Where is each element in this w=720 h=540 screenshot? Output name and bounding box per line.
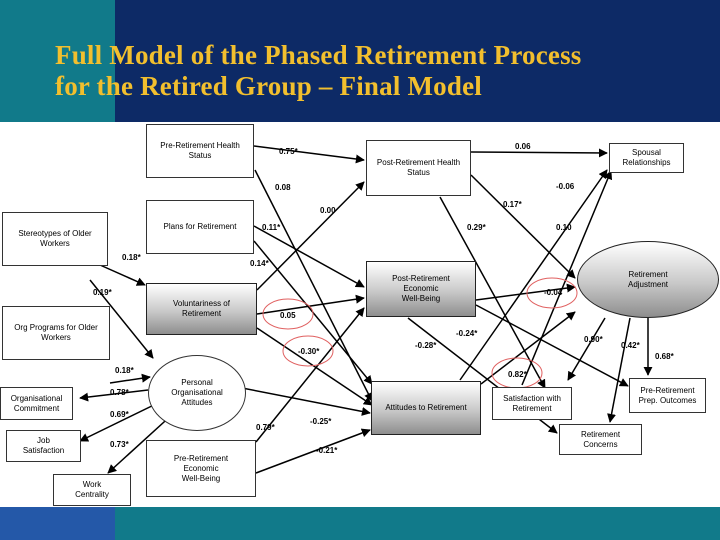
arrow-posthealth-adjustment (470, 174, 576, 279)
footer-blue-block (0, 507, 115, 540)
arrow-preeconomic-attitudes (255, 428, 371, 474)
coef-label: 0.82* (508, 370, 527, 379)
node-post-retirement-economic-well-being: Post-Retirement Economic Well-Being (366, 261, 476, 317)
coef-label: 0.17* (503, 200, 522, 209)
arrow-orgprograms-personal (109, 373, 151, 384)
node-post-retirement-health-status: Post-Retirement Health Status (366, 140, 471, 196)
arrow-preeconomic-posteconomic (255, 307, 365, 443)
coef-label: 0.11* (262, 223, 281, 232)
node-retirement-adjustment: Retirement Adjustment (577, 241, 719, 318)
arrow-prehealth-attitudes (254, 169, 373, 402)
slide-title: Full Model of the Phased Retirement Proc… (55, 40, 715, 102)
slide-title-line-1: Full Model of the Phased Retirement Proc… (55, 40, 582, 70)
coef-label: 0.10 (556, 223, 572, 232)
arrow-posteconomic-prepoutcomes (475, 304, 629, 387)
node-pre-retirement-health-status: Pre-Retirement Health Status (146, 124, 254, 178)
coef-label: 0.29* (467, 223, 486, 232)
node-satisfaction-with-retirement: Satisfaction with Retirement (492, 387, 572, 420)
node-org-programs-for-older-workers: Org Programs for Older Workers (2, 306, 110, 360)
coef-label: 0.06 (515, 142, 531, 151)
arrow-voluntariness-attitudes (256, 327, 373, 406)
coef-label: 0.19* (93, 288, 112, 297)
arrow-attitudes-spousal (459, 169, 608, 381)
node-organisational-commitment: Organisational Commitment (0, 387, 73, 420)
node-voluntariness-of-retirement: Voluntariness of Retirement (146, 283, 257, 335)
arrow-adjustment-satisfaction (567, 317, 606, 381)
arrow-adjustment-concerns (607, 317, 631, 423)
node-attitudes-to-retirement: Attitudes to Retirement (371, 381, 481, 435)
coef-label: 0.18* (115, 366, 134, 375)
node-stereotypes-of-older-workers: Stereotypes of Older Workers (2, 212, 108, 266)
node-pre-retirement-prep-outcomes: Pre-Retirement Prep. Outcomes (629, 378, 706, 413)
header-divider (0, 122, 720, 125)
coef-label: 0.08 (275, 183, 291, 192)
coef-label: 0.73* (110, 440, 129, 449)
coef-label: -0.24* (456, 329, 478, 338)
node-work-centrality: Work Centrality (53, 474, 131, 506)
header-navy-band (115, 0, 720, 122)
arrow-voluntariness-posteconomic (256, 294, 365, 315)
highlight-circle-005 (262, 298, 314, 330)
node-spousal-relationships: Spousal Relationships (609, 143, 684, 173)
node-personal-organisational-attitudes: Personal Organisational Attitudes (148, 355, 246, 431)
node-plans-for-retirement: Plans for Retirement (146, 200, 254, 254)
coef-label: 0.14* (250, 259, 269, 268)
coef-label: 0.42* (621, 341, 640, 350)
node-pre-retirement-economic-well-being: Pre-Retirement Economic Well-Being (146, 440, 256, 497)
highlight-circle-004 (526, 277, 578, 309)
coef-label: -0.30* (298, 347, 320, 356)
coef-label: 0.05 (280, 311, 296, 320)
coef-label: 0.69* (110, 410, 129, 419)
arrow-personal-orgcommitment (79, 389, 149, 402)
slide-title-line-2: for the Retired Group – Final Model (55, 71, 482, 101)
footer-teal-band (115, 507, 720, 540)
node-job-satisfaction: Job Satisfaction (6, 430, 81, 462)
arrow-satisfaction-spousal (521, 170, 613, 386)
coef-label: 0.18* (122, 253, 141, 262)
arrow-personal-workcentrality (107, 411, 176, 474)
coef-label: -0.06 (556, 182, 575, 191)
highlight-circle-030 (282, 335, 334, 367)
arrow-plans-posteconomic (253, 225, 365, 288)
arrow-orgprograms-attitudes (89, 279, 154, 359)
arrow-voluntariness-posthealth (256, 181, 365, 291)
arrow-personal-jobsatisfaction (79, 401, 161, 442)
arrow-posteconomic-adjustment (475, 283, 576, 301)
coef-label: 0.90* (584, 335, 603, 344)
coef-label: -0.25* (310, 417, 332, 426)
arrow-posthealth-satisfaction (439, 196, 546, 389)
arrow-prehealth-posthealth (253, 145, 365, 164)
coef-label: -0.21* (316, 446, 338, 455)
node-retirement-concerns: Retirement Concerns (559, 424, 642, 455)
arrow-stereotypes-voluntariness (99, 264, 146, 286)
coef-label: -0.28* (415, 341, 437, 350)
coef-label: 0.78* (110, 388, 129, 397)
coef-label: 0.75* (279, 147, 298, 156)
arrow-personal-attitudes (241, 387, 371, 416)
coef-label: -0.04 (544, 288, 563, 297)
coef-label: 0.68* (655, 352, 674, 361)
header-teal-block (0, 0, 115, 122)
arrow-posthealth-spousal (470, 148, 608, 158)
coef-label: 0.00 (320, 206, 336, 215)
coef-label: 0.79* (256, 423, 275, 432)
arrow-attitudes-adjustment (480, 311, 576, 385)
